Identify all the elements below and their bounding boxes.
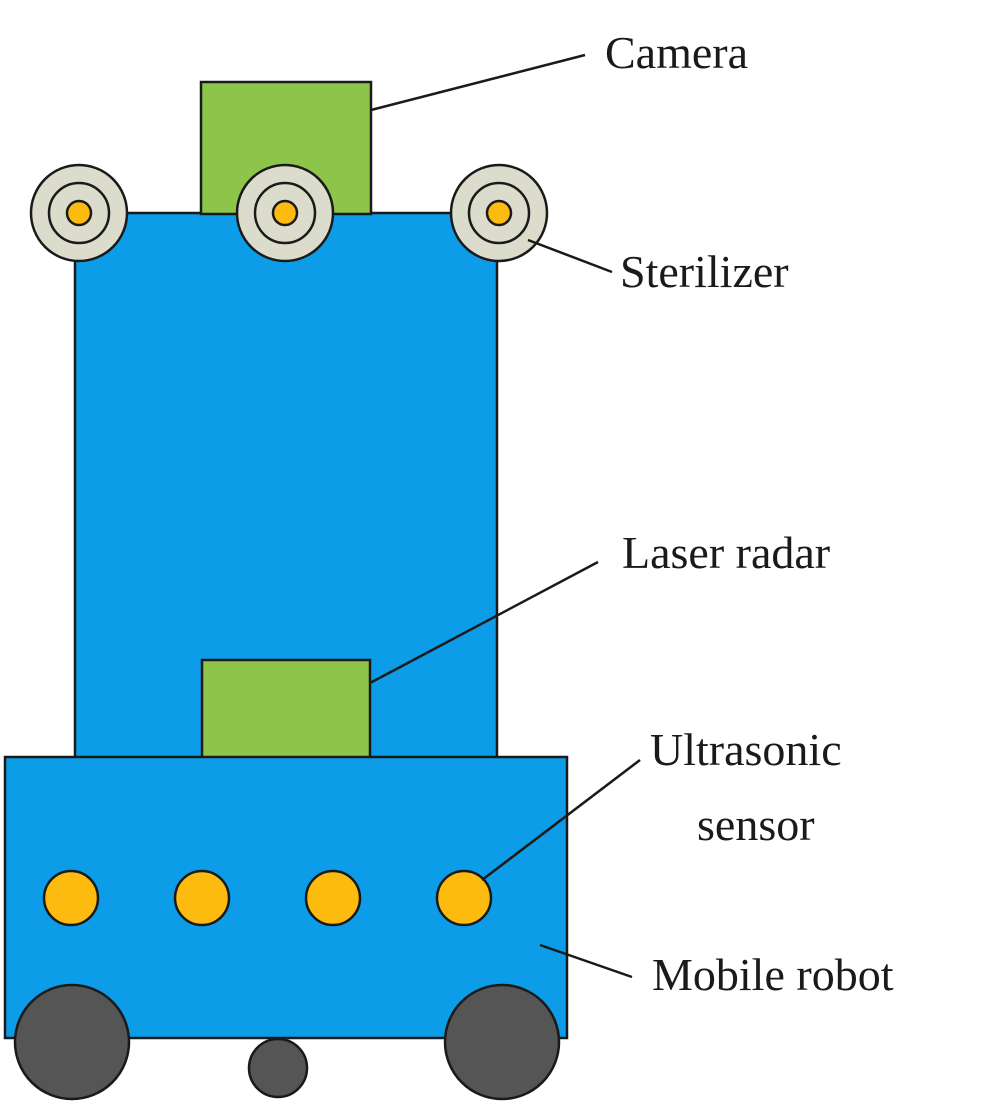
laser-radar-label: Laser radar bbox=[622, 527, 830, 578]
camera-label: Camera bbox=[605, 27, 748, 78]
ultrasonic-label-line2: sensor bbox=[697, 799, 815, 850]
laser-radar-leader bbox=[369, 560, 599, 685]
sterilizer-left bbox=[29, 163, 129, 263]
ultrasonic-sensor-1 bbox=[42, 869, 100, 927]
ultrasonic-leader bbox=[481, 759, 641, 881]
wheel-left bbox=[13, 983, 131, 1101]
caster-wheel bbox=[247, 1037, 309, 1099]
sterilizer-right bbox=[449, 163, 549, 263]
ultrasonic-sensor-3 bbox=[304, 869, 362, 927]
laser-radar-module bbox=[200, 658, 372, 760]
mobile-robot-label: Mobile robot bbox=[652, 949, 894, 1000]
camera-leader bbox=[370, 53, 586, 112]
sterilizer-middle bbox=[235, 163, 335, 263]
ultrasonic-sensor-2 bbox=[173, 869, 231, 927]
wheel-right bbox=[443, 983, 561, 1101]
ultrasonic-label-line1: Ultrasonic bbox=[650, 724, 842, 775]
sterilizer-leader bbox=[527, 238, 613, 274]
sterilizer-label: Sterilizer bbox=[620, 246, 789, 297]
mobile-robot-leader bbox=[539, 943, 633, 979]
ultrasonic-sensor-4 bbox=[435, 869, 493, 927]
